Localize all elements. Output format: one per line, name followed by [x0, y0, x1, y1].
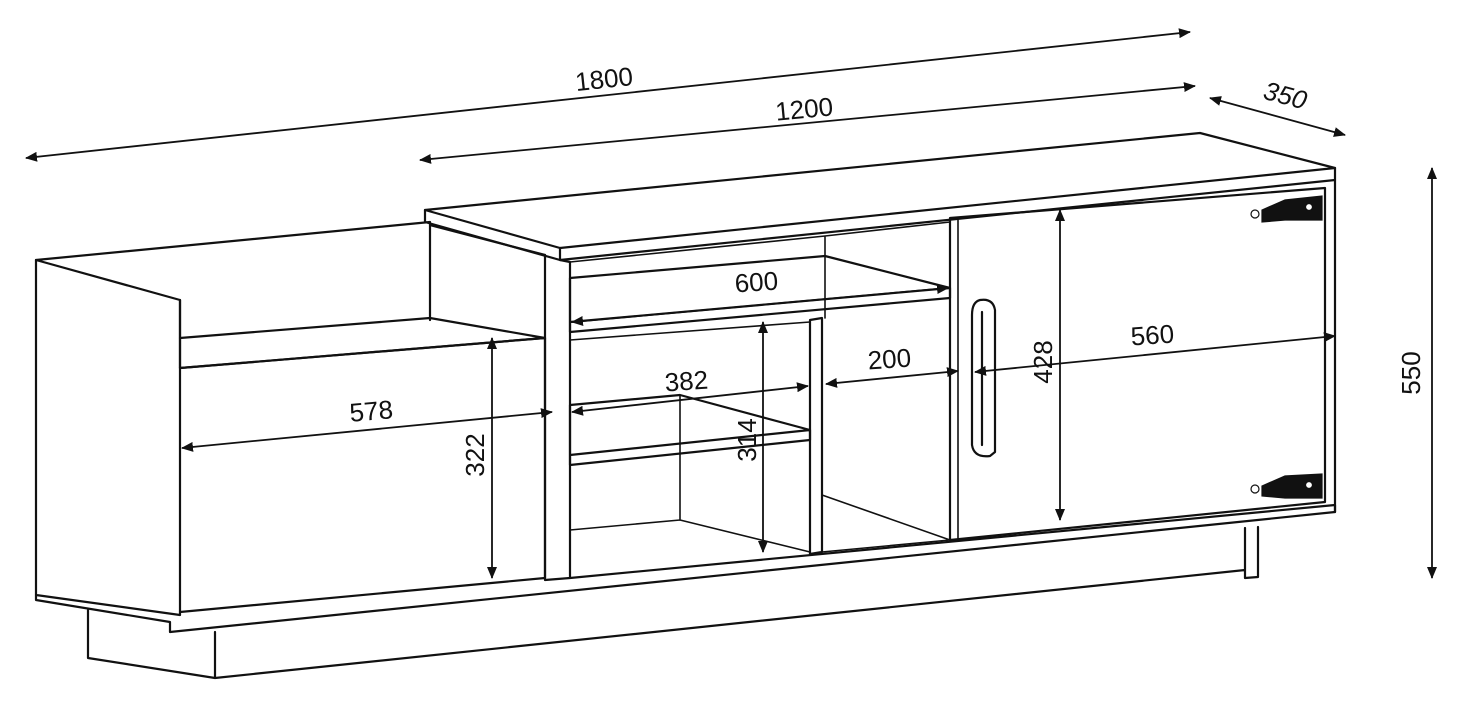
- dim-line-382: [571, 382, 809, 416]
- label-depth: 350: [1260, 75, 1310, 115]
- dim-line-600: [571, 284, 949, 326]
- right-compartment: [821, 494, 951, 553]
- bottom-hinge: [1250, 473, 1323, 499]
- label-niche-width: 382: [664, 365, 709, 398]
- dim-line-350: [1209, 96, 1346, 137]
- door-handle: [970, 298, 997, 458]
- central-divider: [808, 316, 824, 556]
- label-total-width: 1800: [574, 61, 635, 97]
- dim-line-1800: [25, 28, 1191, 162]
- left-section-front: [178, 336, 547, 614]
- niche-back: [569, 321, 811, 553]
- label-door-width: 560: [1130, 319, 1175, 352]
- label-niche-height: 314: [732, 418, 762, 461]
- dim-line-200: [825, 367, 959, 388]
- left-plinth: [34, 503, 1337, 680]
- label-height: 550: [1396, 351, 1426, 394]
- label-open-height: 322: [460, 433, 490, 476]
- niche-shelf: [568, 393, 812, 467]
- dim-line-560: [974, 332, 1336, 376]
- cabinet-drawing: [34, 131, 1337, 680]
- dim-line-1200: [419, 82, 1196, 164]
- left-side-panel: [34, 258, 182, 617]
- door: [948, 186, 1327, 542]
- dimension-lines: [25, 28, 1437, 579]
- top-hinge: [1250, 195, 1323, 223]
- label-compartment-width: 200: [867, 343, 912, 376]
- left-section-back-edge: [34, 220, 547, 340]
- label-upper-width: 1200: [774, 91, 834, 126]
- upper-block-top: [423, 131, 1337, 250]
- label-door-height: 428: [1028, 340, 1058, 383]
- dimension-labels: 1800 1200 350 550 600 578 322 382 314 20…: [348, 61, 1426, 477]
- label-open-width: 578: [348, 394, 394, 428]
- label-shelf-width: 600: [734, 266, 779, 299]
- upper-block-front: [543, 178, 1337, 582]
